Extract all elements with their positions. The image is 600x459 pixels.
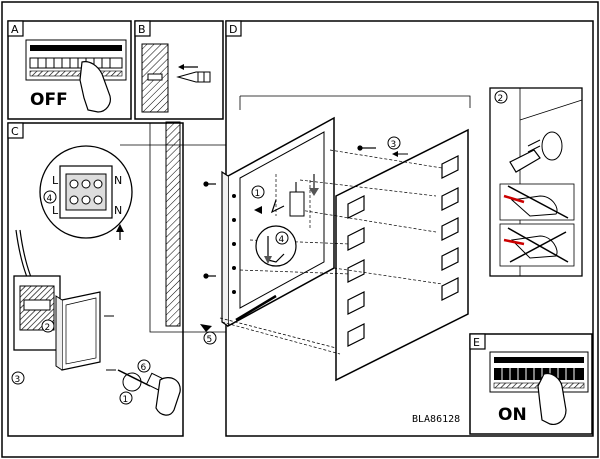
screwdriver-icon xyxy=(117,369,181,416)
breaker-panel-off xyxy=(25,39,127,81)
panel-d: D xyxy=(120,20,594,437)
panel-d-letter: D xyxy=(229,23,237,36)
step-4-marker-c: 4 xyxy=(47,194,53,204)
step-3-marker-d: 3 xyxy=(391,140,397,150)
step-2-marker-inset: 2 xyxy=(498,94,504,104)
panel-e-caption: ON xyxy=(498,405,527,425)
step-5-marker-d: 5 xyxy=(207,335,213,345)
forbidden-hand-2 xyxy=(499,223,575,267)
insert-arrow-icon xyxy=(178,64,198,70)
step-2-marker-c: 2 xyxy=(45,323,51,333)
junction-box xyxy=(13,275,61,351)
step-1-marker-d: 1 xyxy=(255,189,261,199)
step-3-marker-c: 3 xyxy=(15,375,21,385)
step-4-marker-d: 4 xyxy=(279,235,285,245)
mounting-frame xyxy=(221,116,335,328)
terminal-n-top: N xyxy=(114,174,122,187)
terminal-l-top: L xyxy=(52,174,59,187)
terminal-l-bottom: L xyxy=(52,204,59,217)
panel-e: E ON xyxy=(469,333,593,435)
panel-e-letter: E xyxy=(473,336,480,349)
wall-plug-icon xyxy=(176,71,211,83)
hand-icon-e xyxy=(537,373,567,425)
step-1-marker-c: 1 xyxy=(123,395,129,405)
mirror-light-windows xyxy=(347,155,459,347)
panel-c: C L N L N 4 xyxy=(7,122,184,437)
panel-b: B xyxy=(134,20,224,120)
reference-code: BLA86128 xyxy=(412,414,460,425)
panel-a-caption: OFF xyxy=(30,90,68,110)
wall-edge xyxy=(165,121,181,327)
mirror-panel xyxy=(335,128,469,382)
bracket-magnifier xyxy=(255,225,297,267)
forbidden-hand-1 xyxy=(499,183,575,221)
panel-c-letter: C xyxy=(11,125,19,138)
panel-a: A OFF xyxy=(7,20,132,120)
plug-icon xyxy=(509,149,541,173)
cover-plate xyxy=(55,291,101,371)
panel-a-letter: A xyxy=(11,23,19,36)
panel-b-letter: B xyxy=(138,23,146,36)
screws xyxy=(203,145,376,279)
hand-icon xyxy=(79,61,111,113)
terminal-n-bottom: N xyxy=(114,204,122,217)
inset-plug-removal: 2 xyxy=(489,87,583,277)
step-6-marker-c: 6 xyxy=(141,363,147,373)
